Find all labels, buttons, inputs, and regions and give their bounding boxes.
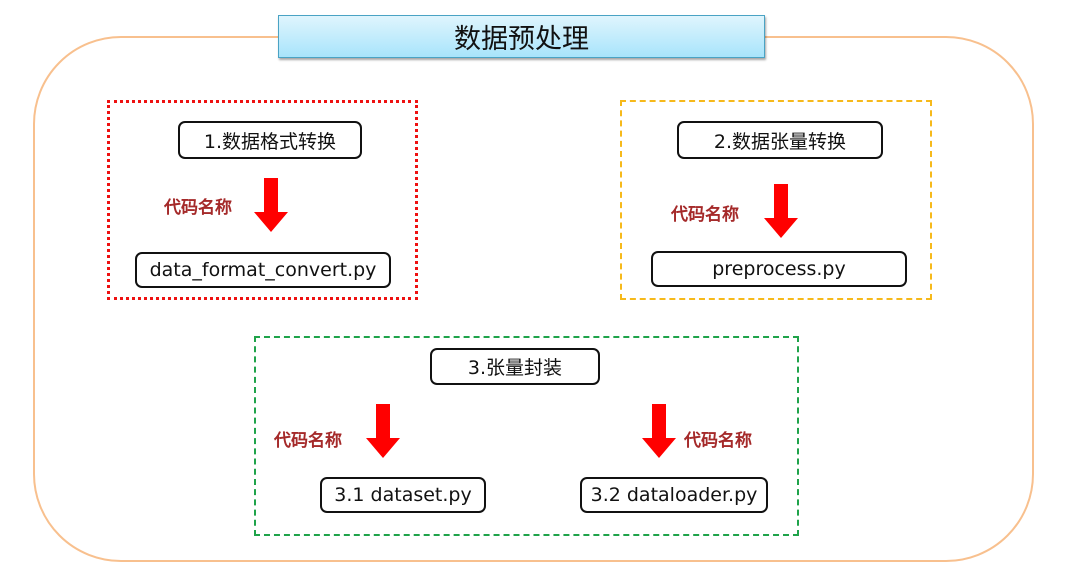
file-box-preprocess: preprocess.py bbox=[651, 251, 907, 287]
down-arrow-icon bbox=[254, 178, 288, 232]
file-box-data-format-convert: data_format_convert.py bbox=[135, 252, 391, 288]
file-box-dataset: 3.1 dataset.py bbox=[320, 477, 486, 513]
group-tensor-packaging bbox=[254, 336, 799, 536]
group-data-format-convert bbox=[107, 100, 418, 300]
diagram-title: 数据预处理 bbox=[278, 15, 765, 58]
down-arrow-icon bbox=[642, 404, 676, 458]
file-box-dataloader: 3.2 dataloader.py bbox=[580, 477, 768, 513]
code-name-label: 代码名称 bbox=[274, 431, 342, 451]
down-arrow-icon bbox=[764, 184, 798, 238]
step-box-1: 1.数据格式转换 bbox=[178, 121, 362, 159]
step-box-2: 2.数据张量转换 bbox=[677, 121, 883, 159]
code-name-label: 代码名称 bbox=[164, 198, 232, 218]
code-name-label: 代码名称 bbox=[684, 431, 752, 451]
code-name-label: 代码名称 bbox=[671, 205, 739, 225]
group-data-tensor-convert bbox=[620, 100, 932, 300]
step-box-3: 3.张量封装 bbox=[430, 348, 600, 385]
down-arrow-icon bbox=[366, 404, 400, 458]
